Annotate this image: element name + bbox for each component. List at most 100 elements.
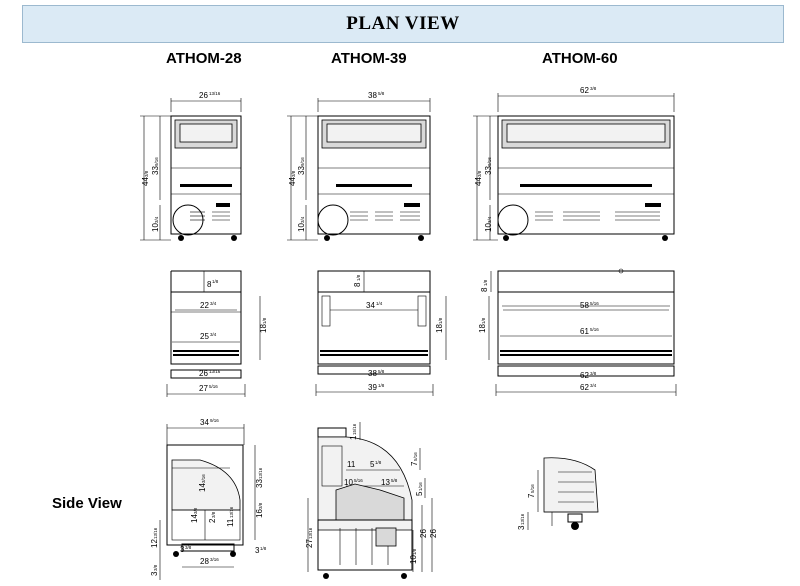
dim-b4: 3 (150, 571, 159, 576)
dim-frac: 1/8 (412, 548, 417, 555)
side-view-left: 34 9/16 33 13/16 14 3/16 14 3/8 2 3/8 11… (150, 418, 267, 580)
dim-frac: 5/8 (391, 478, 398, 483)
dim-h7: 12 (150, 539, 159, 548)
model-title-athom-39: ATHOM-39 (331, 50, 407, 67)
dim-width: 26 (199, 91, 208, 100)
side-view-middle: 1 15/16 7 5/16 11 5 1/8 10 5/16 13 5/8 5… (305, 422, 438, 579)
dim-height-upper: 33 (297, 166, 306, 175)
plan-view-banner: PLAN VIEW (22, 5, 784, 43)
dim-t4: 5 (370, 460, 375, 469)
dim-frac: 3/4 (210, 332, 217, 337)
dim-frac: 3/8 (590, 371, 597, 376)
dim-height-total: 44 (141, 177, 150, 186)
dim-width: 62 (580, 86, 589, 95)
top-view-athom-39: 8 1/8 34 1/4 18 1/8 38 5/8 39 1/8 (315, 270, 447, 396)
dim-frac: 3/16 (201, 474, 206, 483)
dim-t11: 10 (409, 555, 418, 564)
dim-w1: 26 (199, 369, 208, 378)
dim-frac: 1/8 (481, 317, 486, 324)
dim-frac: 15/16 (352, 423, 357, 435)
dim-frac: 13/16 (209, 369, 221, 374)
dim-frac: 3/8 (153, 564, 158, 571)
dim-frac: 3/4 (154, 216, 159, 223)
model-title-athom-60: ATHOM-60 (542, 50, 618, 67)
top-view-athom-60: 8 1/8 58 5/16 61 5/16 18 1/8 62 3/8 62 3… (478, 268, 677, 396)
dim-inner: 22 (200, 301, 209, 310)
dim-frac: 3/4 (590, 383, 597, 388)
dim-b: 3 (517, 525, 526, 530)
dim-h6: 16 (255, 509, 264, 518)
dim-h5: 11 (226, 518, 235, 527)
page-title: PLAN VIEW (346, 13, 460, 34)
dim-b1: 3 (180, 545, 185, 554)
dim-top-width: 34 (200, 418, 209, 427)
side-view-detail: 7 5/16 3 13/16 (517, 457, 599, 530)
dim-width: 38 (368, 91, 377, 100)
dim-w1: 62 (580, 371, 589, 380)
dim-w1: 38 (368, 369, 377, 378)
front-view-athom-28: 26 13/16 44 3/8 33 9/16 10 3/4 (140, 91, 242, 241)
dim-t3: 11 (347, 460, 356, 469)
front-view-athom-39: 38 5/8 44 3/8 33 9/16 10 3/4 (287, 91, 431, 241)
dim-height-base: 10 (484, 223, 493, 232)
dim-frac: 3/8 (590, 86, 597, 91)
dim-frac: 3/8 (477, 170, 482, 177)
dim-height-total: 44 (474, 177, 483, 186)
dim-depth-top: 8 (207, 280, 212, 289)
model-title-athom-28: ATHOM-28 (166, 50, 242, 67)
dim-depth: 18 (478, 324, 487, 333)
side-view-label: Side View (52, 495, 122, 512)
dim-frac: 5/16 (530, 484, 535, 493)
dim-frac: 3/4 (210, 301, 217, 306)
dim-b2: 28 (200, 557, 209, 566)
dim-frac: 5/16 (209, 384, 218, 389)
dim-inner-2: 61 (580, 327, 589, 336)
dim-height-base: 10 (297, 223, 306, 232)
dim-inner: 58 (580, 301, 589, 310)
dim-inner: 34 (366, 301, 375, 310)
dim-t7: 5 (415, 491, 424, 496)
dim-frac: 5/16 (590, 301, 599, 306)
dim-frac: 3/8 (291, 170, 296, 177)
dim-t2: 7 (410, 461, 419, 466)
dim-frac: 1/8 (438, 317, 443, 324)
dim-frac: 13/16 (153, 527, 158, 539)
front-view-athom-60: 62 3/8 44 3/8 33 9/16 10 3/4 (473, 86, 675, 241)
dim-h3: 14 (190, 514, 199, 523)
dim-h2: 14 (198, 483, 207, 492)
dim-frac: 5/8 (378, 369, 385, 374)
dim-height-base: 10 (151, 223, 160, 232)
dim-t10: 26 (429, 529, 438, 538)
dim-height-upper: 33 (484, 166, 493, 175)
dim-t5: 10 (344, 478, 353, 487)
dim-frac: 9/16 (300, 157, 305, 166)
dim-w2: 39 (368, 383, 377, 392)
dim-frac: 1/8 (262, 317, 267, 324)
dim-frac: 3/4 (300, 216, 305, 223)
dim-frac: 3/16 (210, 557, 219, 562)
dim-a: 7 (527, 493, 536, 498)
dim-frac: 9/16 (210, 418, 219, 423)
dim-frac: 3/4 (487, 216, 492, 223)
dim-frac: 1/8 (212, 279, 219, 284)
dim-frac: 5/16 (590, 327, 599, 332)
dim-frac: 1/8 (356, 274, 361, 281)
dim-t6: 13 (381, 478, 390, 487)
dim-t8: 27 (305, 539, 314, 548)
dim-frac: 13/16 (258, 467, 263, 479)
dim-depth: 18 (259, 324, 268, 333)
dim-frac: 1/8 (260, 546, 267, 551)
dim-t1: 1 (349, 435, 358, 440)
dim-h4: 2 (208, 518, 217, 523)
dim-frac: 1/16 (418, 482, 423, 491)
dim-height-upper: 33 (151, 166, 160, 175)
dim-frac: 13/16 (308, 527, 313, 539)
dim-height-total: 44 (288, 177, 297, 186)
dim-b3: 3 (255, 546, 260, 555)
dim-frac: 13/16 (520, 513, 525, 525)
dim-w2: 27 (199, 384, 208, 393)
dim-frac: 9/16 (154, 157, 159, 166)
dim-frac: 9/16 (487, 157, 492, 166)
dim-frac: 3/8 (144, 170, 149, 177)
